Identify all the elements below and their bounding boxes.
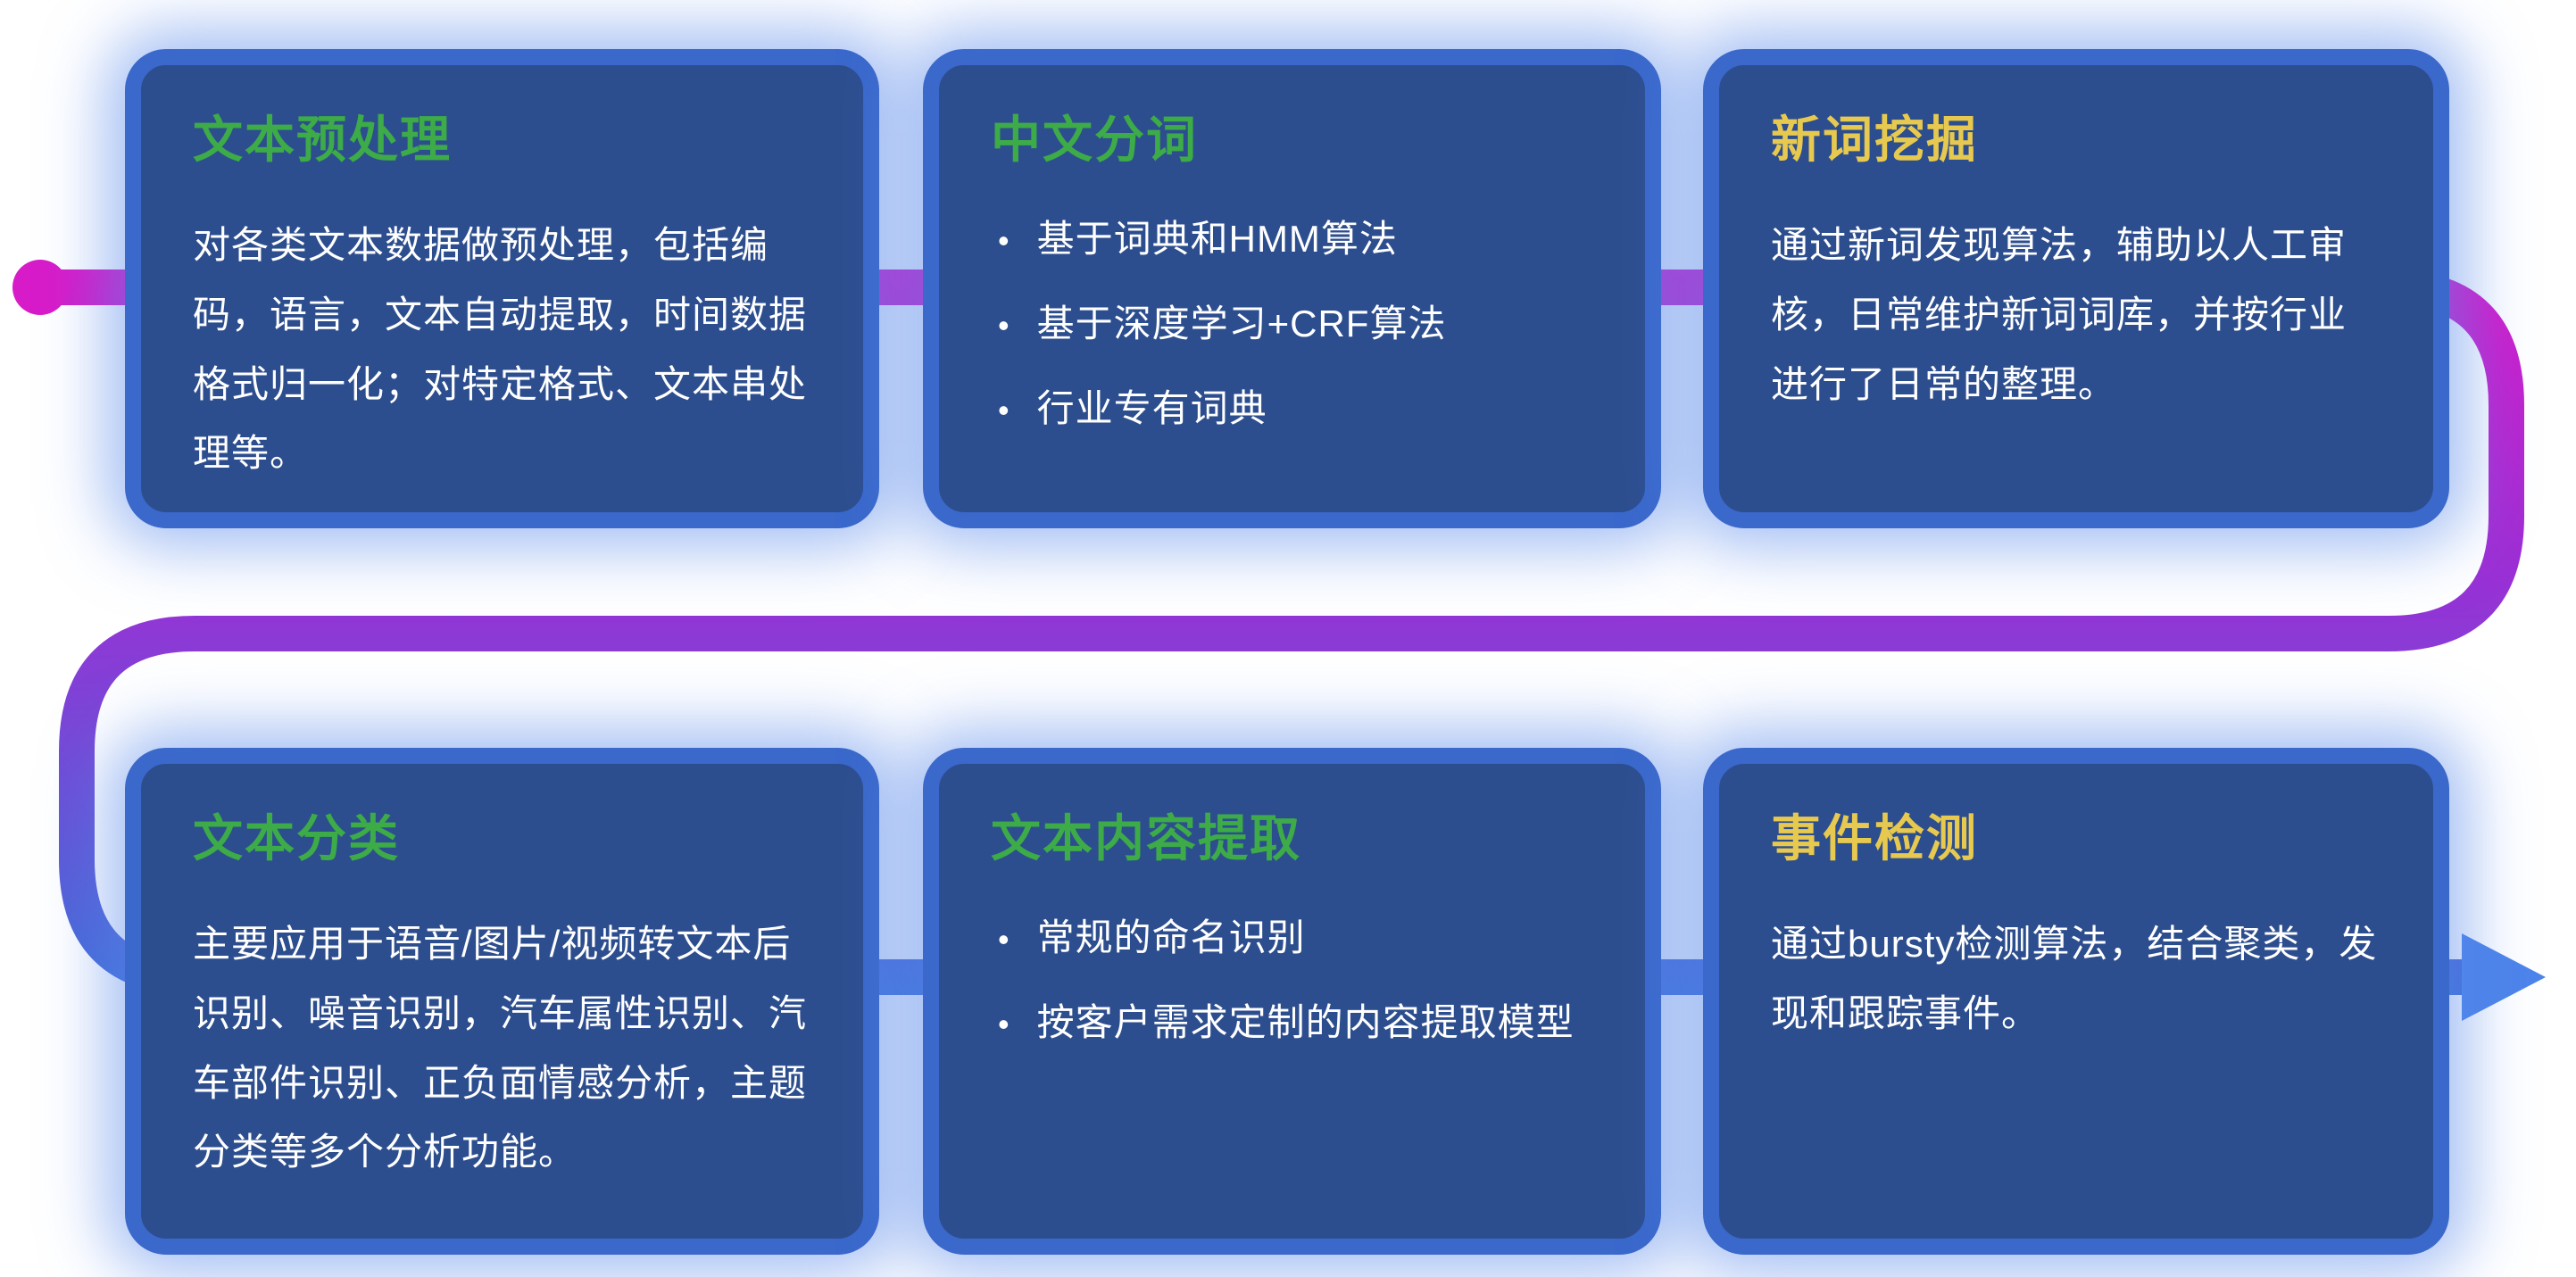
card-text-classification: 文本分类 主要应用于语音/图片/视频转文本后识别、噪音识别，汽车属性识别、汽车部… (125, 748, 879, 1255)
card-title: 中文分词 (991, 112, 1198, 168)
flow-connector-line (40, 269, 2524, 995)
card-title: 新词挖掘 (1771, 112, 1978, 168)
card-body-text: 对各类文本数据做预处理，包括编码，语言，文本自动提取，时间数据格式归一化；对特定… (193, 224, 808, 475)
card-title: 事件检测 (1771, 810, 1978, 867)
card-bullet-list: 常规的命名识别 按客户需求定制的内容提取模型 (991, 909, 1593, 1050)
card-title: 文本分类 (193, 810, 400, 867)
card-bullet-list: 基于词典和HMM算法 基于深度学习+CRF算法 行业专有词典 (991, 211, 1593, 436)
bullet-item: 基于词典和HMM算法 (991, 211, 1593, 267)
bullet-item: 常规的命名识别 (991, 909, 1593, 966)
card-body-text: 主要应用于语音/图片/视频转文本后识别、噪音识别，汽车属性识别、汽车部件识别、正… (193, 923, 808, 1173)
flow-arrow-icon (2462, 933, 2546, 1021)
card-text-preprocessing: 文本预处理 对各类文本数据做预处理，包括编码，语言，文本自动提取，时间数据格式归… (125, 49, 879, 528)
card-chinese-word-segmentation: 中文分词 基于词典和HMM算法 基于深度学习+CRF算法 行业专有词典 (923, 49, 1661, 528)
bullet-item: 行业专有词典 (991, 380, 1593, 436)
card-body-text: 通过新词发现算法，辅助以人工审核，日常维护新词词库，并按行业进行了日常的整理。 (1771, 224, 2347, 405)
card-title: 文本内容提取 (991, 810, 1301, 867)
card-title: 文本预处理 (193, 112, 452, 168)
card-event-detection: 事件检测 通过bursty检测算法，结合聚类，发现和跟踪事件。 (1703, 748, 2449, 1255)
bullet-item: 按客户需求定制的内容提取模型 (991, 994, 1593, 1050)
card-new-word-mining: 新词挖掘 通过新词发现算法，辅助以人工审核，日常维护新词词库，并按行业进行了日常… (1703, 49, 2449, 528)
flow-start-dot-icon (12, 260, 68, 315)
bullet-item: 基于深度学习+CRF算法 (991, 295, 1593, 352)
card-text-content-extraction: 文本内容提取 常规的命名识别 按客户需求定制的内容提取模型 (923, 748, 1661, 1255)
card-body-text: 通过bursty检测算法，结合聚类，发现和跟踪事件。 (1771, 923, 2378, 1034)
